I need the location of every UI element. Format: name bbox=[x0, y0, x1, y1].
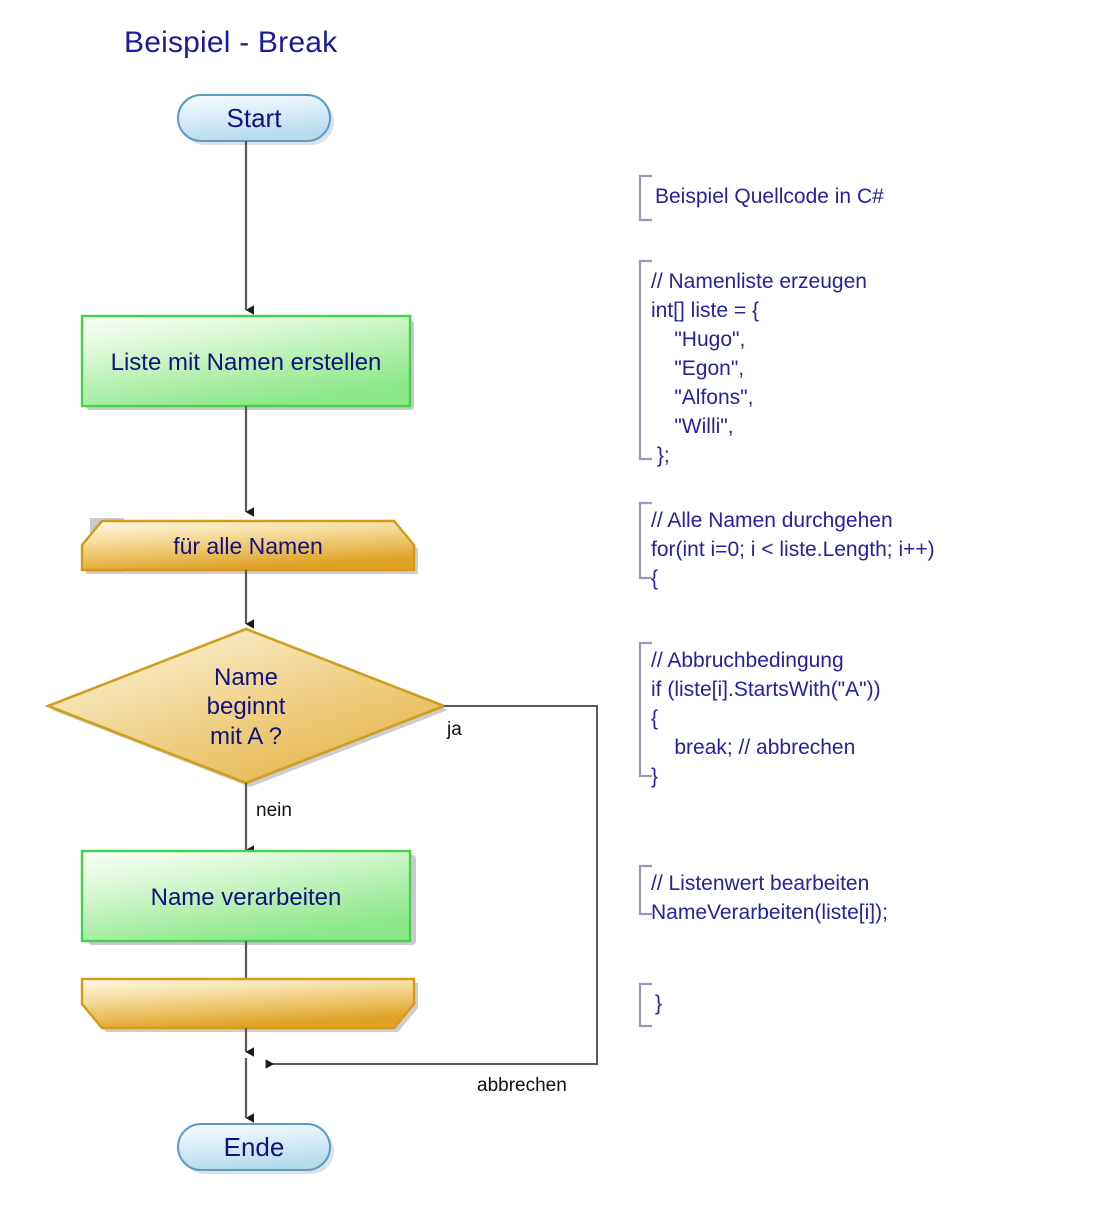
code-block-intro: Beispiel Quellcode in C# bbox=[655, 185, 884, 208]
code-brackets bbox=[638, 174, 652, 1028]
node-process-name[interactable] bbox=[80, 849, 412, 943]
node-loop-end[interactable] bbox=[80, 977, 418, 1032]
node-create-list-label: Liste mit Namen erstellen bbox=[110, 349, 382, 376]
page-title: Beispiel - Break bbox=[124, 26, 338, 59]
node-decision-label: Name beginnt mit A ? bbox=[206, 664, 286, 750]
code-block-for-loop: // Alle Namen durchgehen for(int i=0; i … bbox=[651, 509, 935, 590]
node-create-list[interactable] bbox=[80, 314, 412, 408]
connector-decision-yes-break bbox=[265, 705, 598, 1069]
node-process-name-label: Name verarbeiten bbox=[150, 884, 342, 911]
node-start-label: Start bbox=[226, 103, 282, 133]
node-end[interactable] bbox=[177, 1123, 334, 1174]
node-decision[interactable] bbox=[44, 627, 448, 787]
node-loop-start-label: für alle Namen bbox=[173, 533, 323, 559]
code-block-condition: // Abbruchbedingung if (liste[i].StartsW… bbox=[651, 649, 881, 788]
code-block-list: // Namenliste erzeugen int[] liste = { "… bbox=[651, 270, 867, 467]
node-loop-start[interactable] bbox=[80, 519, 418, 574]
edge-label-yes: ja bbox=[447, 719, 462, 740]
node-start[interactable] bbox=[177, 94, 334, 145]
code-block-process: // Listenwert bearbeiten NameVerarbeiten… bbox=[651, 872, 888, 924]
edge-label-no: nein bbox=[256, 800, 292, 821]
code-block-close: } bbox=[655, 992, 663, 1015]
edge-label-break: abbrechen bbox=[477, 1075, 567, 1096]
node-end-label: Ende bbox=[223, 1132, 285, 1162]
